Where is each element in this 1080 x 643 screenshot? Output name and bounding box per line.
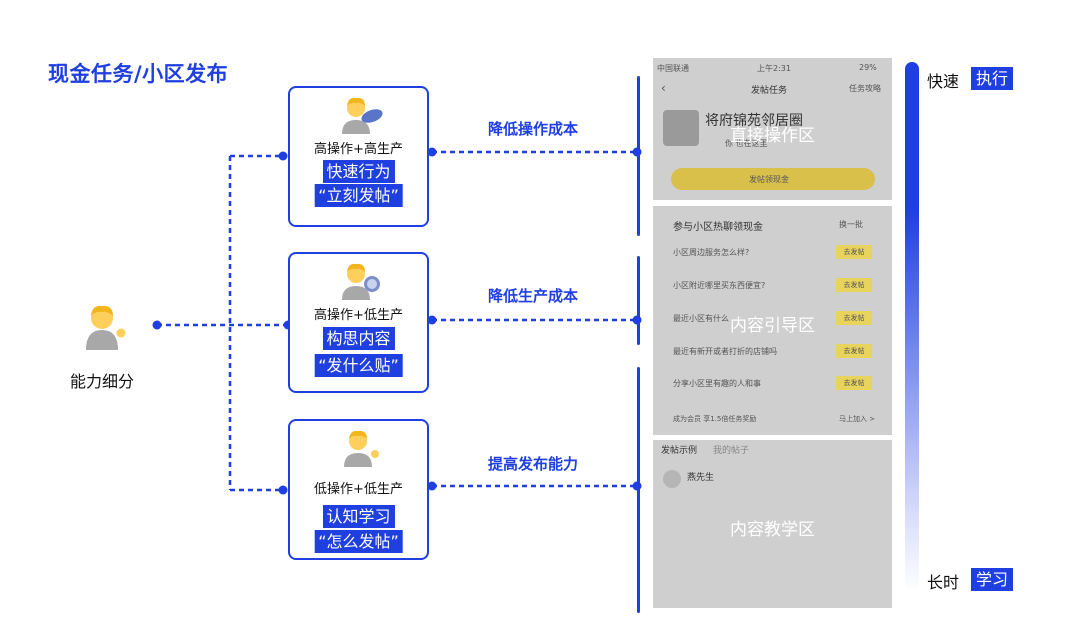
topic-item: 小区周边服务怎么样? <box>673 248 750 257</box>
time-gradient-bar <box>905 62 919 592</box>
example-user-name: 燕先生 <box>687 473 715 483</box>
page-title: 现金任务/小区发布 <box>48 62 229 86</box>
topic-item: 最近有新开或者打折的店铺吗 <box>673 347 777 356</box>
member-join-link[interactable]: 马上加入 > <box>839 415 876 423</box>
status-time: 上午2:31 <box>757 64 791 73</box>
tab-my-posts[interactable]: 我的帖子 <box>713 446 750 456</box>
timeline-bottom-highlight: 学习 <box>971 568 1014 591</box>
member-footer: 成为会员 享1.5倍任务奖励 <box>673 415 757 423</box>
card-high-op-high-prod: 高操作+高生产 快速行为 “立刻发帖” <box>288 86 429 227</box>
post-for-cash-label: 发帖领现金 <box>749 175 789 184</box>
topic-item: 分享小区里有趣的人和事 <box>673 379 761 388</box>
zone-bar-3 <box>637 367 640 613</box>
card-highlight-line2: “立刻发帖” <box>314 184 403 207</box>
timeline-top-highlight: 执行 <box>971 67 1014 90</box>
card-ops-label: 低操作+低生产 <box>314 482 403 497</box>
card-highlight-line2: “怎么发帖” <box>314 530 403 553</box>
phone-zone-direct-operation: 中国联通 上午2:31 29% ‹ 发帖任务 任务攻略 将府锦苑邻居圈 你 也在… <box>653 58 892 200</box>
nav-right-link[interactable]: 任务攻略 <box>849 84 881 93</box>
phone-zone-content-teaching: 发帖示例 我的帖子 燕先生 内容教学区 <box>653 440 892 608</box>
status-carrier: 中国联通 <box>657 64 689 73</box>
card-highlight-line1: 构思内容 <box>322 327 395 350</box>
zone-bar-2 <box>637 256 640 345</box>
card-high-op-low-prod: 高操作+低生产 构思内容 “发什么贴” <box>288 252 429 393</box>
community-name: 将府锦苑邻居圈 <box>705 113 803 129</box>
topic-post-button[interactable]: 去发帖 <box>836 311 872 325</box>
card-low-op-low-prod: 低操作+低生产 认知学习 “怎么发帖” <box>288 419 429 560</box>
zone-label-direct: 直接操作区 <box>730 126 815 146</box>
guide-heading: 参与小区热聊领现金 <box>673 222 763 233</box>
avatar <box>663 470 681 488</box>
card-highlight-line2: “发什么贴” <box>314 354 403 377</box>
card-highlight-line1: 认知学习 <box>322 505 395 528</box>
zone-bar-1 <box>637 76 640 236</box>
timeline-bottom-caption: 长时 <box>927 573 960 592</box>
person-with-plate-icon <box>342 97 383 134</box>
topic-item: 最近小区有什么 <box>673 314 729 323</box>
phone-zone-content-guide: 参与小区热聊领现金 换一批 小区周边服务怎么样? 去发帖 小区附近哪里买东西便宜… <box>653 206 892 435</box>
card-highlight-line1: 快速行为 <box>322 160 395 183</box>
back-chevron-icon[interactable]: ‹ <box>661 81 666 95</box>
card-ops-label: 高操作+低生产 <box>314 308 403 323</box>
status-battery: 29% <box>859 63 877 72</box>
tab-post-examples[interactable]: 发帖示例 <box>661 446 698 456</box>
zone-label-guide: 内容引导区 <box>730 316 815 336</box>
zone-label-teaching: 内容教学区 <box>730 520 815 540</box>
person-with-plate-icon <box>342 263 380 300</box>
community-thumbnail <box>663 110 699 146</box>
edge-label-reduce-op-cost: 降低操作成本 <box>488 120 579 138</box>
nav-title: 发帖任务 <box>751 86 788 96</box>
post-for-cash-button[interactable]: 发帖领现金 <box>671 168 875 190</box>
topic-post-button[interactable]: 去发帖 <box>836 278 872 292</box>
edge-label-reduce-prod-cost: 降低生产成本 <box>488 287 579 305</box>
edge-label-improve-publish: 提高发布能力 <box>488 455 579 473</box>
community-sub: 你 也在这里 <box>725 139 768 148</box>
topic-post-button[interactable]: 去发帖 <box>836 376 872 390</box>
person-tipping-hand-icon <box>344 430 379 467</box>
topic-post-button[interactable]: 去发帖 <box>836 245 872 259</box>
root-label: 能力细分 <box>70 372 135 391</box>
topic-item: 小区附近哪里买东西便宜? <box>673 281 766 290</box>
refresh-link[interactable]: 换一批 <box>839 220 863 229</box>
person-icon <box>86 305 126 350</box>
card-ops-label: 高操作+高生产 <box>314 142 403 157</box>
timeline-top-caption: 快速 <box>927 72 960 91</box>
topic-post-button[interactable]: 去发帖 <box>836 344 872 358</box>
